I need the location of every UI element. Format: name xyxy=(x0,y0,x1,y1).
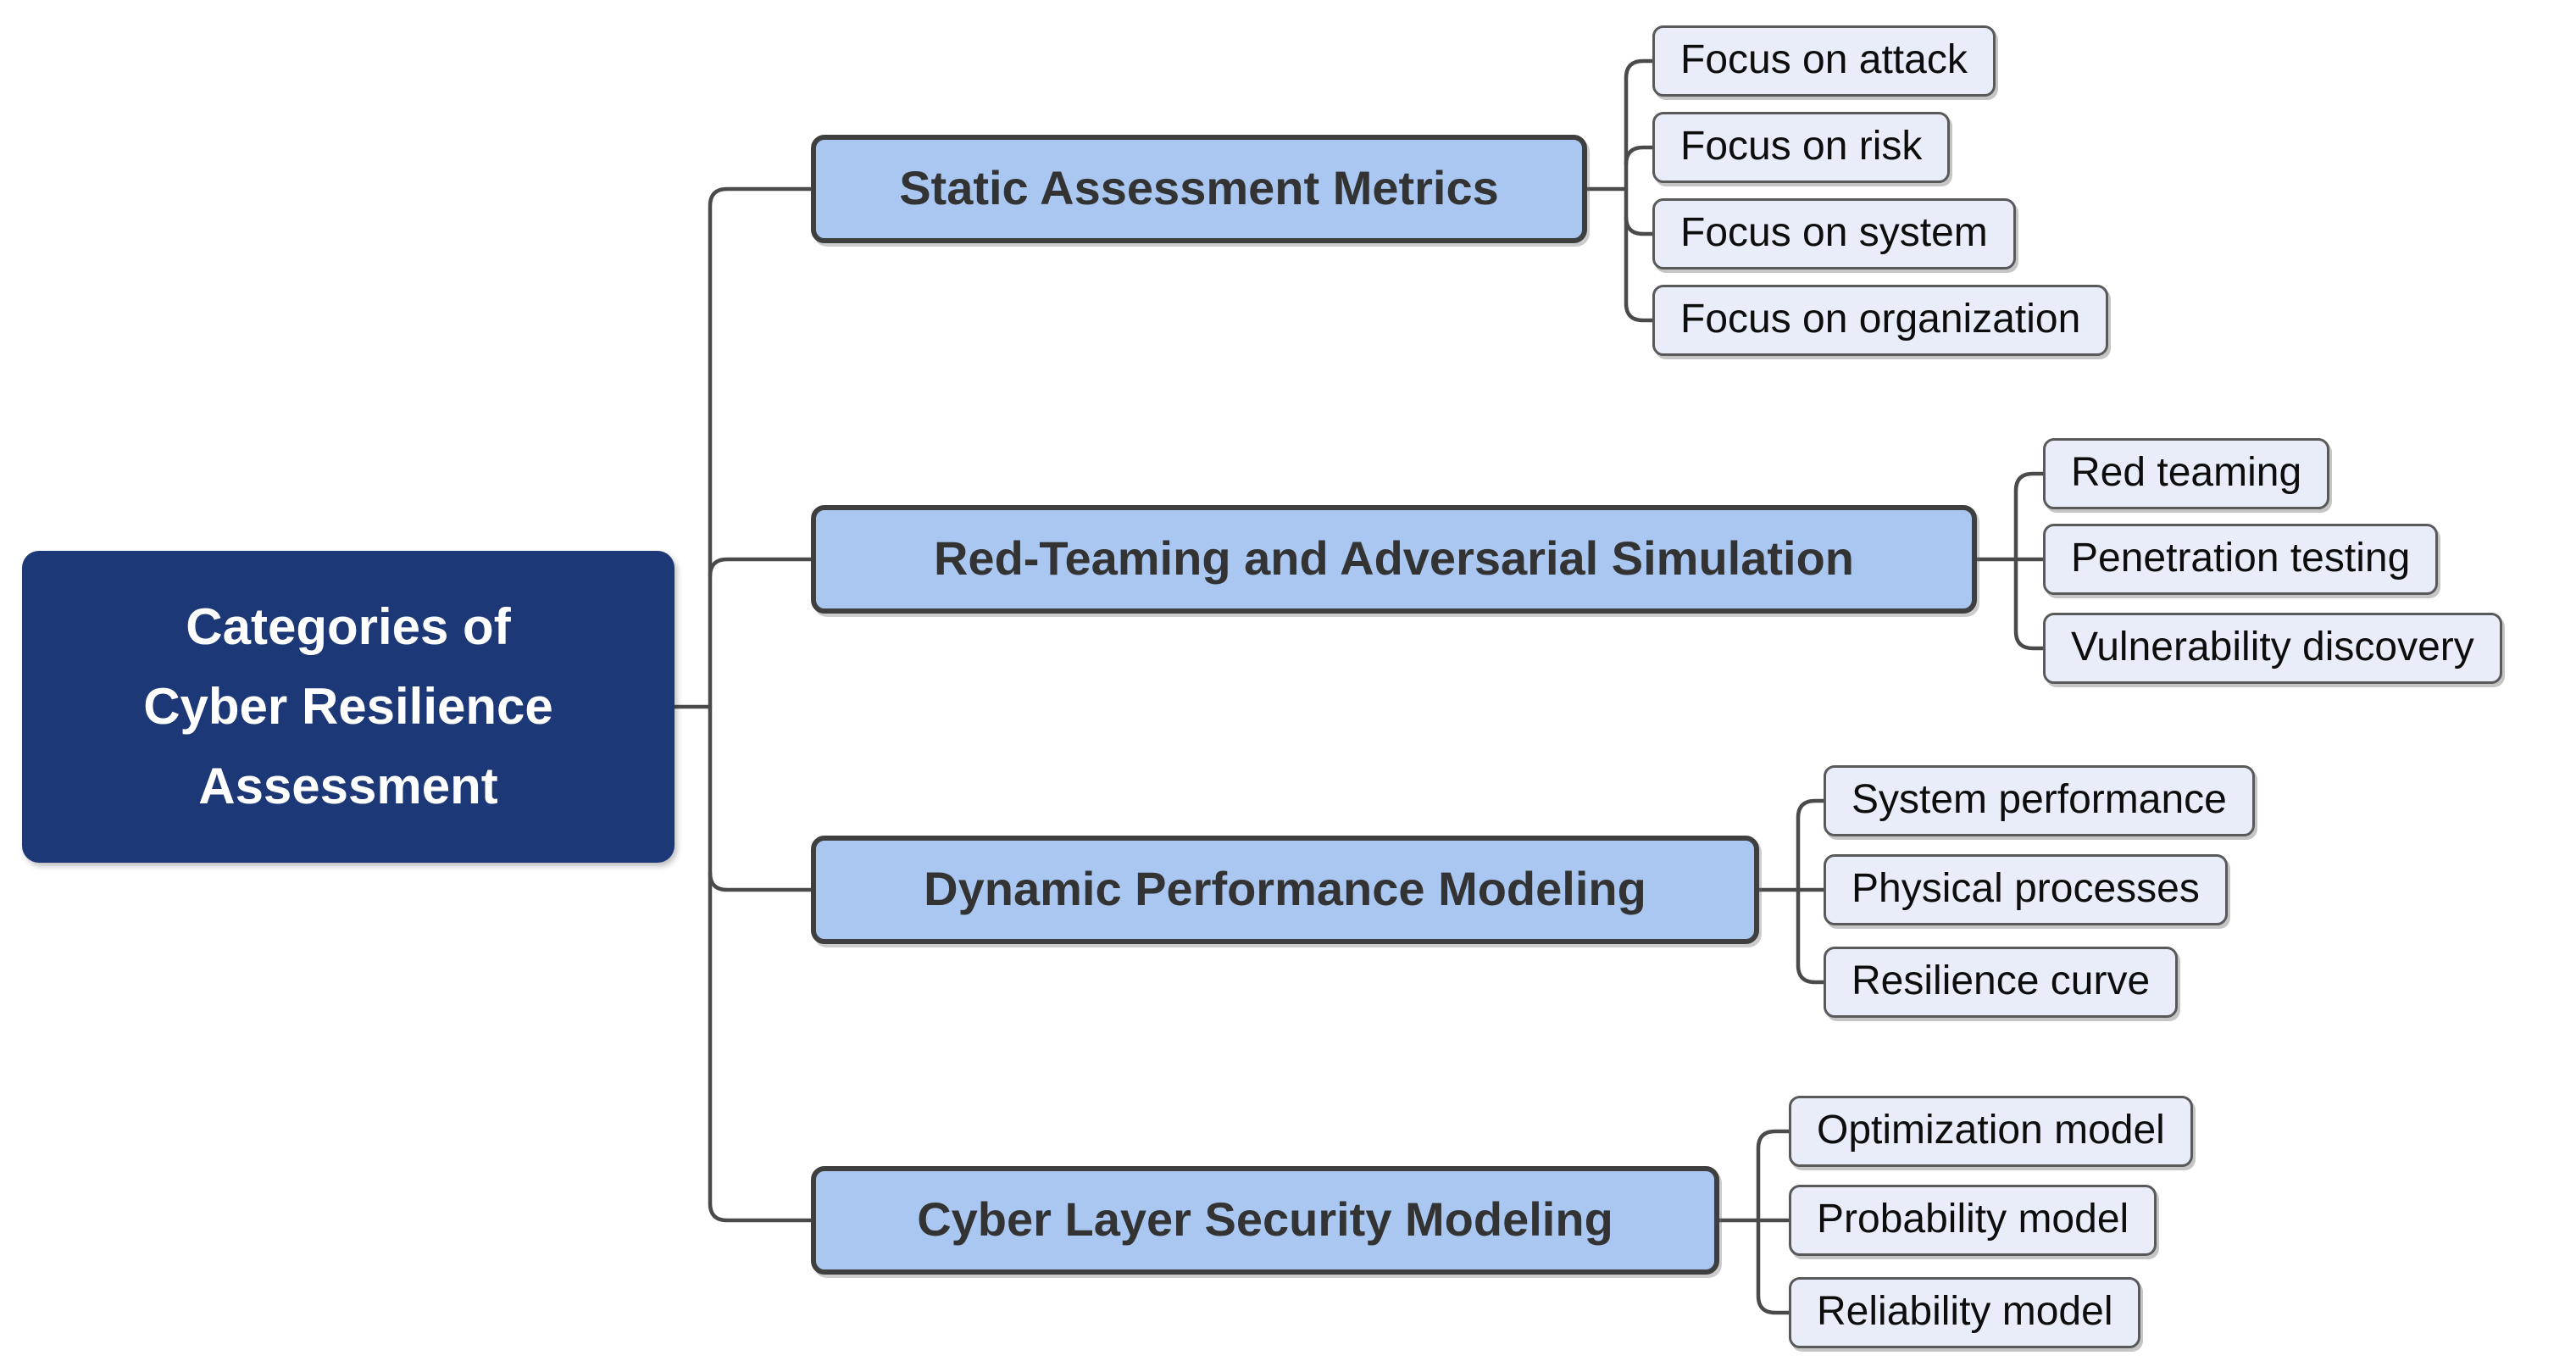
leaf-physical-processes: Physical processes xyxy=(1824,854,2228,925)
leaf-focus-on-risk: Focus on risk xyxy=(1652,112,1951,183)
leaf-system-performance: System performance xyxy=(1824,765,2255,836)
leaf-resilience-curve: Resilience curve xyxy=(1824,947,2179,1018)
branch-red-teaming-adversarial-simulation: Red-Teaming and Adversarial Simulation xyxy=(811,505,1977,614)
leaf-focus-on-system: Focus on system xyxy=(1652,198,2016,269)
root-title-line: Assessment xyxy=(198,758,498,814)
leaf-reliability-model: Reliability model xyxy=(1789,1277,2141,1348)
branch-dynamic-performance-modeling: Dynamic Performance Modeling xyxy=(811,836,1759,944)
leaf-penetration-testing: Penetration testing xyxy=(2043,524,2439,595)
root-title-line: Categories of xyxy=(186,598,511,655)
leaf-vulnerability-discovery: Vulnerability discovery xyxy=(2043,613,2502,684)
branch-cyber-layer-security-modeling: Cyber Layer Security Modeling xyxy=(811,1166,1719,1275)
leaf-optimization-model: Optimization model xyxy=(1789,1096,2193,1167)
branch-static-assessment-metrics: Static Assessment Metrics xyxy=(811,135,1587,243)
leaf-probability-model: Probability model xyxy=(1789,1185,2157,1256)
leaf-focus-on-organization: Focus on organization xyxy=(1652,285,2109,356)
leaf-focus-on-attack: Focus on attack xyxy=(1652,25,1996,97)
root-node: Categories of Cyber Resilience Assessmen… xyxy=(22,551,675,863)
root-title-line: Cyber Resilience xyxy=(143,678,553,735)
leaf-red-teaming: Red teaming xyxy=(2043,438,2330,509)
